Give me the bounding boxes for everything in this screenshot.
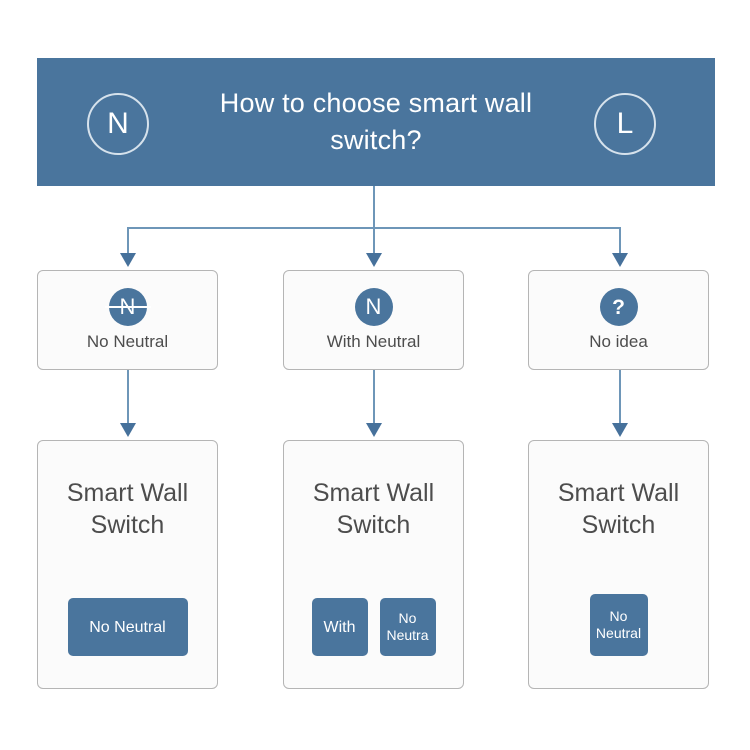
neutral-wire-icon: N [87, 93, 149, 155]
variant-button-no-neutral[interactable]: No Neutral [589, 594, 648, 656]
page-title: How to choose smart wall switch? [219, 88, 533, 155]
badge-glyph: ? [612, 295, 625, 319]
option-label: No Neutral [86, 332, 169, 351]
option-label: With Neutral [326, 332, 421, 351]
card-button-row: With No Neutra [284, 598, 463, 656]
neutral-wire-label: N [107, 107, 129, 140]
option-box-no-neutral[interactable]: N No Neutral [37, 270, 218, 370]
arrow-head-left [120, 253, 136, 267]
connector-option-to-card-left [127, 370, 129, 425]
strikethrough-line [104, 306, 151, 308]
connector-branch-right [619, 227, 621, 255]
connector-branch-center [373, 227, 375, 255]
connector-option-to-card-center [373, 370, 375, 425]
product-card-no-idea[interactable]: Smart Wall Switch No Neutral [528, 440, 709, 689]
arrow-head-right [612, 253, 628, 267]
live-wire-icon: L [594, 93, 656, 155]
arrow-head-center [366, 253, 382, 267]
card-title: Smart Wall Switch [66, 479, 189, 539]
arrow-head-card-left [120, 423, 136, 437]
option-label: No idea [589, 332, 648, 351]
card-title: Smart Wall Switch [312, 479, 435, 539]
product-card-no-neutral[interactable]: Smart Wall Switch No Neutral [37, 440, 218, 689]
connector-branch-left [127, 227, 129, 255]
n-strikethrough-icon: N [104, 288, 151, 326]
connector-option-to-card-right [619, 370, 621, 425]
connector-trunk-vertical [373, 186, 375, 228]
arrow-head-card-center [366, 423, 382, 437]
variant-button-no-neutra[interactable]: No Neutra [379, 598, 436, 656]
option-box-no-idea[interactable]: ? No idea [528, 270, 709, 370]
n-circle-icon: N [354, 288, 393, 326]
arrow-head-card-right [612, 423, 628, 437]
badge-glyph: N [365, 294, 382, 319]
variant-button-no-neutral[interactable]: No Neutral [67, 598, 188, 656]
card-button-row: No Neutral [38, 598, 217, 656]
variant-button-with[interactable]: With [311, 598, 368, 656]
live-wire-label: L [616, 107, 634, 140]
option-box-with-neutral[interactable]: N With Neutral [283, 270, 464, 370]
question-circle-icon: ? [599, 288, 638, 326]
card-title: Smart Wall Switch [557, 479, 680, 539]
product-card-with-neutral[interactable]: Smart Wall Switch With No Neutra [283, 440, 464, 689]
card-button-row: No Neutral [529, 594, 708, 656]
